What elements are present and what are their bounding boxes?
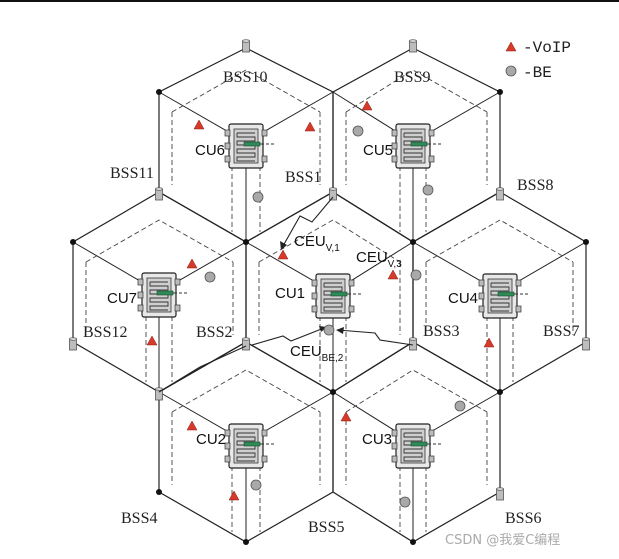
legend-be-icon (505, 65, 517, 77)
label-bss12: BSS12 (83, 324, 127, 341)
link-arrowhead-be2-right (336, 327, 344, 334)
link-ceu-be2-right (337, 329, 414, 346)
label-bss10: BSS10 (223, 69, 267, 86)
cu4-device-icon (478, 273, 529, 319)
label-bss4: BSS4 (121, 510, 157, 527)
cu1-device-icon (311, 273, 362, 319)
ceu-labels: CEUV,1 CEUV,3 CEUBE,2 (290, 233, 402, 364)
label-cu3: CU3 (362, 431, 392, 448)
label-cu5: CU5 (363, 142, 393, 159)
link-bss2-bss4 (158, 345, 247, 393)
label-cu2: CU2 (196, 431, 226, 448)
link-arrowhead-v1 (280, 241, 287, 250)
wireless-links (158, 196, 414, 393)
label-cu6: CU6 (195, 142, 225, 159)
label-cu1: CU1 (275, 285, 305, 302)
label-bss5: BSS5 (308, 519, 344, 536)
be-users (204, 125, 466, 508)
label-bss11: BSS11 (110, 165, 154, 182)
label-bss7: BSS7 (543, 323, 579, 340)
label-ceu-v1: CEUV,1 (294, 233, 340, 254)
cu7-device-icon (137, 272, 188, 318)
label-bss2: BSS2 (196, 324, 232, 341)
top-border-line (0, 0, 619, 2)
voip-users (146, 100, 495, 501)
cu2-device-icon (224, 423, 275, 469)
label-bss8: BSS8 (517, 177, 553, 194)
cu-labels: CU6 CU5 CU7 CU1 CU4 CU2 CU3 (107, 142, 478, 448)
cu3-device-icon (391, 423, 442, 469)
bss-labels: BSS10 BSS9 BSS1 BSS11 BSS8 BSS12 BSS2 BS… (83, 69, 579, 536)
legend: -VoIP -BE (505, 39, 571, 82)
label-bss1: BSS1 (285, 169, 321, 186)
watermark-text: CSDN @我爱C编程 (445, 533, 560, 548)
label-ceu-be2: CEUBE,2 (290, 343, 344, 364)
link-ceu-v1 (282, 196, 334, 247)
cu5-device-icon (391, 123, 442, 169)
label-cu4: CU4 (448, 290, 478, 307)
legend-voip-icon (505, 41, 517, 52)
dashed-subcell-lines (85, 69, 574, 532)
legend-voip-label: -VoIP (523, 39, 571, 57)
link-ceu-be2-left (251, 327, 325, 346)
label-cu7: CU7 (107, 290, 137, 307)
cu6-device-icon (224, 123, 275, 169)
label-ceu-v3: CEUV,3 (356, 249, 402, 270)
label-bss9: BSS9 (394, 69, 430, 86)
label-bss3: BSS3 (423, 323, 459, 340)
label-bss6: BSS6 (505, 510, 541, 527)
legend-be-label: -BE (523, 64, 552, 82)
access-points (69, 39, 590, 501)
